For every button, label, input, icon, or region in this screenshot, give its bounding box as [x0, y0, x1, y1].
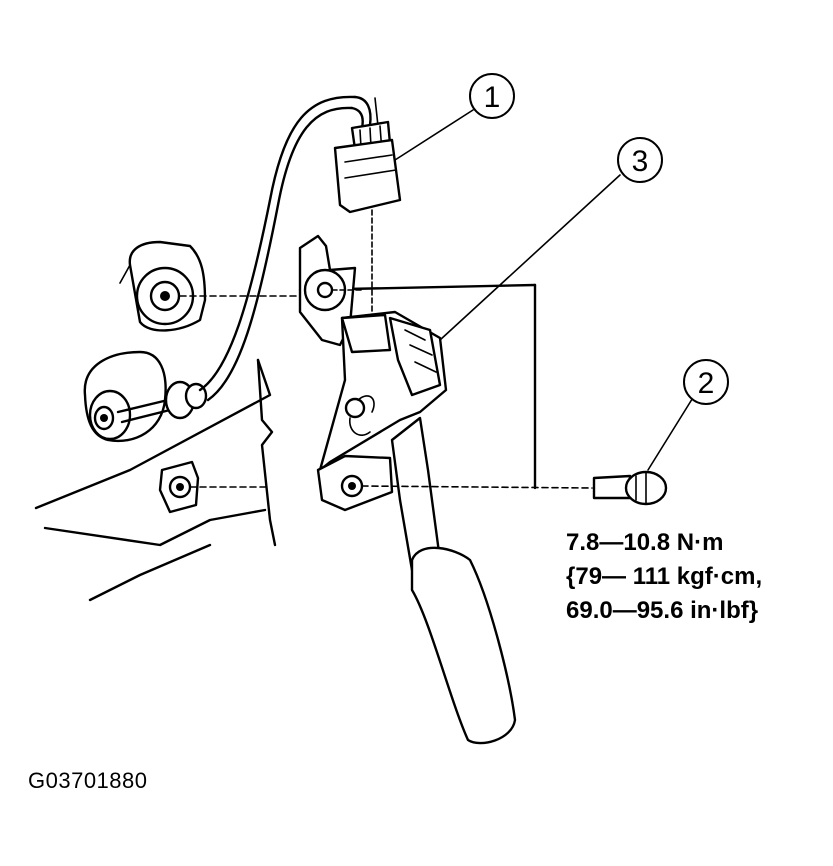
figure-id: G03701880 [28, 768, 148, 793]
torque-spec-line-2: {79— 111 kgf·cm, [566, 563, 763, 590]
bolt [361, 470, 668, 506]
callout-2: 2 [647, 359, 729, 471]
connector [333, 95, 402, 319]
torque-spec: 7.8—10.8 N·m {79— 111 kgf·cm, 69.0—95.6 … [566, 526, 762, 628]
callout-2-label: 2 [698, 367, 715, 400]
mounting-studs [135, 266, 301, 499]
torque-spec-line-3: 69.0—95.6 in·lbf} [566, 597, 759, 624]
callout-3: 3 [439, 137, 663, 341]
torque-spec-line-1: 7.8—10.8 N·m [566, 529, 724, 556]
harness-grommet [83, 95, 357, 443]
callout-1-label: 1 [484, 81, 501, 114]
pedal-sensor [298, 234, 448, 512]
callout-3-label: 3 [632, 145, 649, 178]
callout-1: 1 [394, 73, 515, 161]
pedal-arm [390, 416, 517, 745]
